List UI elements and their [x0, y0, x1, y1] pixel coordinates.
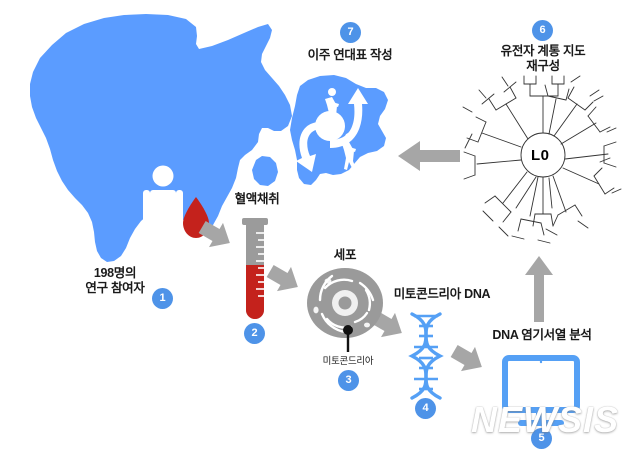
step-6-label: 유전자 계통 지도 재구성 — [500, 44, 586, 73]
cell-icon — [307, 268, 383, 352]
migration-map-icon — [290, 75, 388, 185]
phylogenetic-tree-icon — [462, 75, 622, 244]
monitor-icon — [502, 355, 580, 426]
mitochondria-sublabel: 미토콘드리아 — [322, 356, 374, 367]
migration-arrow-north-icon — [330, 88, 368, 148]
walking-figure-north-icon — [325, 88, 339, 125]
step-1-badge: 1 — [152, 288, 173, 309]
step-4-label: 미토콘드리아 DNA — [393, 287, 491, 301]
newsis-watermark: NEWSIS — [470, 399, 619, 440]
mitochondria-pointer-dot — [343, 325, 353, 335]
arrow-dna-to-monitor-icon — [450, 344, 482, 372]
arrow-tube-to-cell-icon — [266, 264, 298, 292]
step-3-badge: 3 — [338, 370, 359, 391]
test-tube-icon — [242, 218, 268, 319]
step-5-label: DNA 염기서열 분석 — [492, 328, 592, 342]
step-1-label: 198명의 연구 참여자 — [85, 266, 145, 295]
step-2-label: 혈액채취 — [234, 192, 280, 206]
africa-silhouette — [30, 14, 292, 262]
tree-root-label: L0 — [531, 147, 550, 164]
step-3-label: 세포 — [333, 248, 357, 262]
arrow-map-to-tube-icon — [198, 220, 230, 248]
migration-arrow-south-icon — [296, 122, 320, 172]
step-5-badge: 5 — [531, 428, 552, 449]
step-2-badge: 2 — [244, 323, 265, 344]
step-6-badge: 6 — [532, 20, 553, 41]
step-7-badge: 7 — [340, 22, 361, 43]
arrow-tree-to-migration-icon — [398, 141, 460, 171]
arrow-monitor-to-tree-icon — [525, 256, 553, 322]
step-7-label: 이주 연대표 작성 — [307, 48, 393, 62]
dna-helix-icon — [408, 312, 444, 400]
person-figure-icon — [143, 165, 183, 252]
step-4-badge: 4 — [415, 398, 436, 419]
map-center-circle — [315, 111, 345, 141]
